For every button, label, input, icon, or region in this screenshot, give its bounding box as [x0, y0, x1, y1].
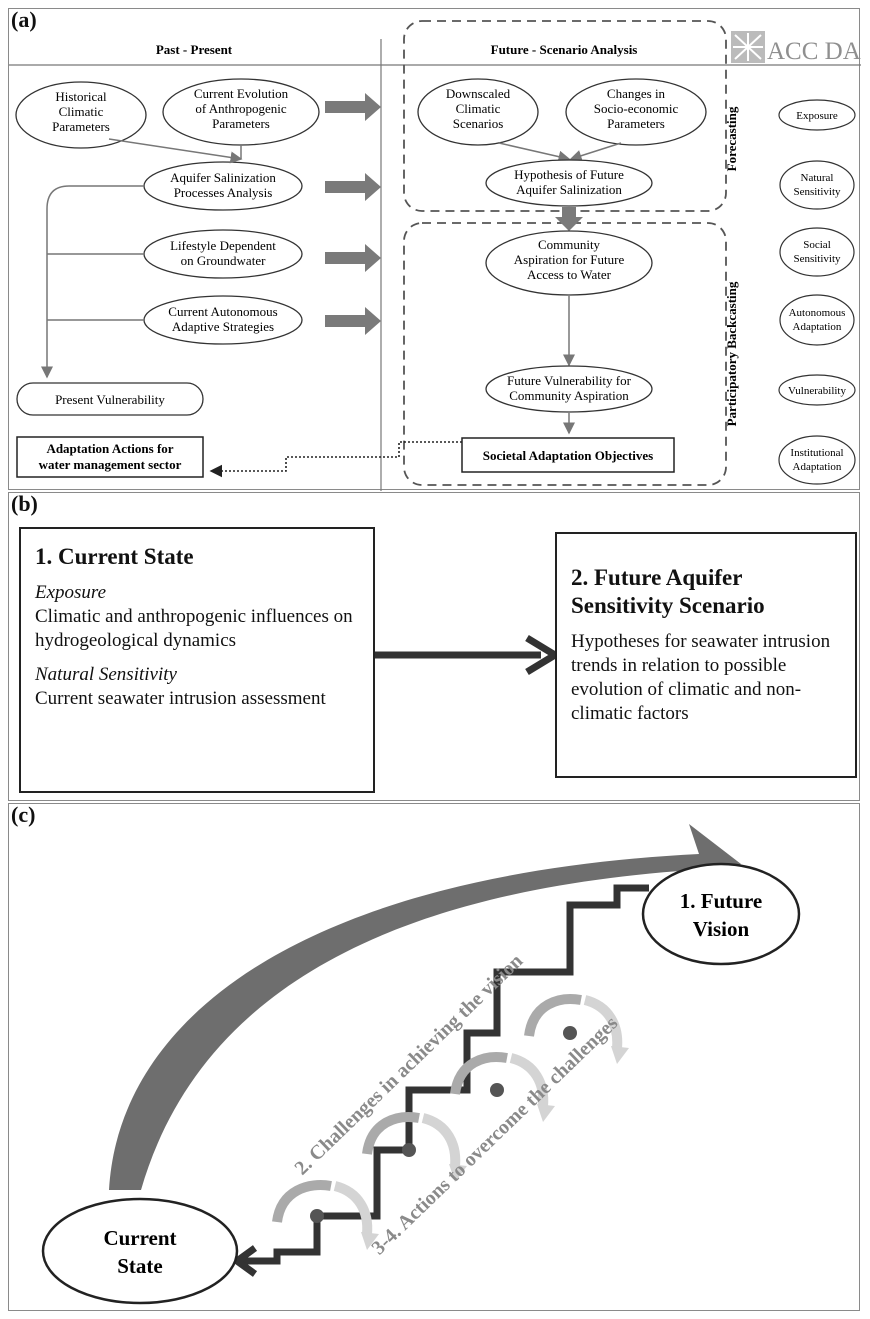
- svg-text:Adaptive Strategies: Adaptive Strategies: [172, 319, 274, 334]
- dotted-connector: [209, 441, 462, 478]
- node-historical: Historical Climatic Parameters: [15, 81, 147, 149]
- svg-text:Parameters: Parameters: [212, 116, 270, 131]
- svg-text:Climatic: Climatic: [456, 101, 501, 116]
- svg-text:Aquifer Salinization: Aquifer Salinization: [516, 182, 622, 197]
- node-societal: Societal Adaptation Objectives: [461, 437, 675, 473]
- step-arrows: [272, 994, 629, 1250]
- svg-text:Processes Analysis: Processes Analysis: [174, 185, 273, 200]
- node-community: Community Aspiration for Future Access t…: [485, 230, 653, 296]
- svg-text:of Anthropogenic: of Anthropogenic: [195, 101, 287, 116]
- natural-sensitivity-label: Natural Sensitivity: [35, 664, 177, 685]
- svg-text:Historical: Historical: [55, 89, 107, 104]
- panel-b-label: (b): [11, 491, 38, 516]
- legend: Exposure Natural Sensitivity Social Sens…: [778, 99, 856, 485]
- panel-a-diagram: Past - Present Future - Scenario Analysi…: [9, 20, 861, 491]
- svg-text:Vulnerability: Vulnerability: [788, 385, 846, 397]
- node-aquifer-salinization: Aquifer Salinization Processes Analysis: [143, 161, 303, 211]
- svg-text:Adaptation: Adaptation: [793, 461, 842, 473]
- svg-text:Adaptation Actions for: Adaptation Actions for: [46, 441, 173, 456]
- svg-text:Social: Social: [803, 239, 831, 251]
- current-state-box: 1. Current State Exposure Climatic and a…: [19, 527, 375, 793]
- node-future-vulnerability: Future Vulnerability for Community Aspir…: [485, 365, 653, 413]
- svg-text:Autonomous: Autonomous: [789, 307, 846, 319]
- logo-text: ACC DAR: [767, 38, 861, 65]
- panel-a: Past - Present Future - Scenario Analysi…: [8, 7, 861, 491]
- node-adaptation-actions: Adaptation Actions for water management …: [16, 436, 204, 478]
- svg-text:Socio-economic: Socio-economic: [594, 101, 679, 116]
- forecasting-label: Forecasting: [724, 106, 739, 171]
- svg-text:Sensitivity: Sensitivity: [793, 253, 841, 265]
- svg-text:Adaptation: Adaptation: [793, 321, 842, 333]
- future-scenario-title: 2. Future Aquifer Sensitivity Scenario: [571, 565, 765, 618]
- future-vision-node: 1. Future Vision: [641, 862, 801, 966]
- acc-dar-logo: ACC DAR: [731, 31, 861, 65]
- svg-text:Access to Water: Access to Water: [527, 267, 612, 282]
- svg-text:Exposure: Exposure: [796, 110, 838, 122]
- step-nodes: [310, 1026, 577, 1223]
- svg-text:Current: Current: [103, 1226, 176, 1250]
- forecasting-group: [403, 20, 727, 212]
- svg-text:Aquifer Salinization: Aquifer Salinization: [170, 170, 276, 185]
- current-state-title: 1. Current State: [35, 544, 194, 569]
- svg-text:Community Aspiration: Community Aspiration: [509, 388, 629, 403]
- panel-b: (b) 1. Current State Exposure Climatic a…: [8, 491, 860, 801]
- panel-c: 1. Future Vision Current State 2. Challe…: [8, 802, 860, 1311]
- current-state-node: Current State: [41, 1197, 239, 1305]
- natural-sensitivity-text: Current seawater intrusion assessment: [35, 688, 326, 709]
- svg-text:Lifestyle Dependent: Lifestyle Dependent: [170, 238, 276, 253]
- staircase: [245, 1216, 321, 1265]
- svg-text:Community: Community: [538, 237, 601, 252]
- svg-text:Downscaled: Downscaled: [446, 86, 511, 101]
- header-right: Future - Scenario Analysis: [491, 42, 638, 57]
- svg-text:Natural: Natural: [801, 172, 834, 184]
- node-present-vulnerability: Present Vulnerability: [16, 382, 204, 416]
- exposure-text: Climatic and anthropogenic influences on…: [35, 606, 353, 651]
- svg-text:Scenarios: Scenarios: [453, 116, 504, 131]
- big-arc-arrow: [109, 824, 741, 1190]
- svg-text:Current Autonomous: Current Autonomous: [168, 304, 277, 319]
- svg-text:Sensitivity: Sensitivity: [793, 186, 841, 198]
- staircase-arrowhead: [231, 1245, 258, 1277]
- node-socio-economic: Changes in Socio-economic Parameters: [565, 78, 707, 146]
- panel-c-diagram: 1. Future Vision Current State 2. Challe…: [41, 824, 801, 1305]
- future-scenario-box: 2. Future Aquifer Sensitivity Scenario H…: [555, 532, 857, 778]
- svg-text:Vision: Vision: [693, 917, 750, 941]
- exposure-label: Exposure: [35, 582, 107, 603]
- svg-text:State: State: [117, 1254, 163, 1278]
- svg-text:water management sector: water management sector: [39, 457, 182, 472]
- header-left: Past - Present: [156, 42, 233, 57]
- node-current-evolution: Current Evolution of Anthropogenic Param…: [162, 78, 320, 146]
- svg-text:Changes in: Changes in: [607, 86, 666, 101]
- future-scenario-text: Hypotheses for seawater intrusion trends…: [571, 631, 831, 724]
- svg-text:1. Future: 1. Future: [680, 889, 762, 913]
- svg-text:Aspiration for Future: Aspiration for Future: [514, 252, 625, 267]
- backcasting-label: Participatory Backcasting: [724, 281, 739, 426]
- down-arrow: [555, 207, 583, 231]
- svg-text:Current Evolution: Current Evolution: [194, 86, 289, 101]
- panel-a-label: (a): [11, 7, 37, 32]
- node-hypothesis: Hypothesis of Future Aquifer Salinizatio…: [485, 159, 653, 207]
- transfer-arrows: [325, 93, 381, 335]
- node-autonomous: Current Autonomous Adaptive Strategies: [143, 295, 303, 345]
- node-lifestyle: Lifestyle Dependent on Groundwater: [143, 229, 303, 279]
- svg-text:Present Vulnerability: Present Vulnerability: [55, 392, 165, 407]
- svg-text:Societal Adaptation Objectives: Societal Adaptation Objectives: [483, 448, 653, 463]
- svg-text:Parameters: Parameters: [52, 119, 110, 134]
- node-downscaled: Downscaled Climatic Scenarios: [417, 78, 539, 146]
- svg-text:on Groundwater: on Groundwater: [181, 253, 267, 268]
- svg-text:Institutional: Institutional: [790, 447, 843, 459]
- panel-c-label: (c): [11, 802, 36, 827]
- svg-text:Hypothesis of Future: Hypothesis of Future: [514, 167, 624, 182]
- svg-text:Parameters: Parameters: [607, 116, 665, 131]
- svg-text:Climatic: Climatic: [59, 104, 104, 119]
- svg-text:Future Vulnerability for: Future Vulnerability for: [507, 373, 632, 388]
